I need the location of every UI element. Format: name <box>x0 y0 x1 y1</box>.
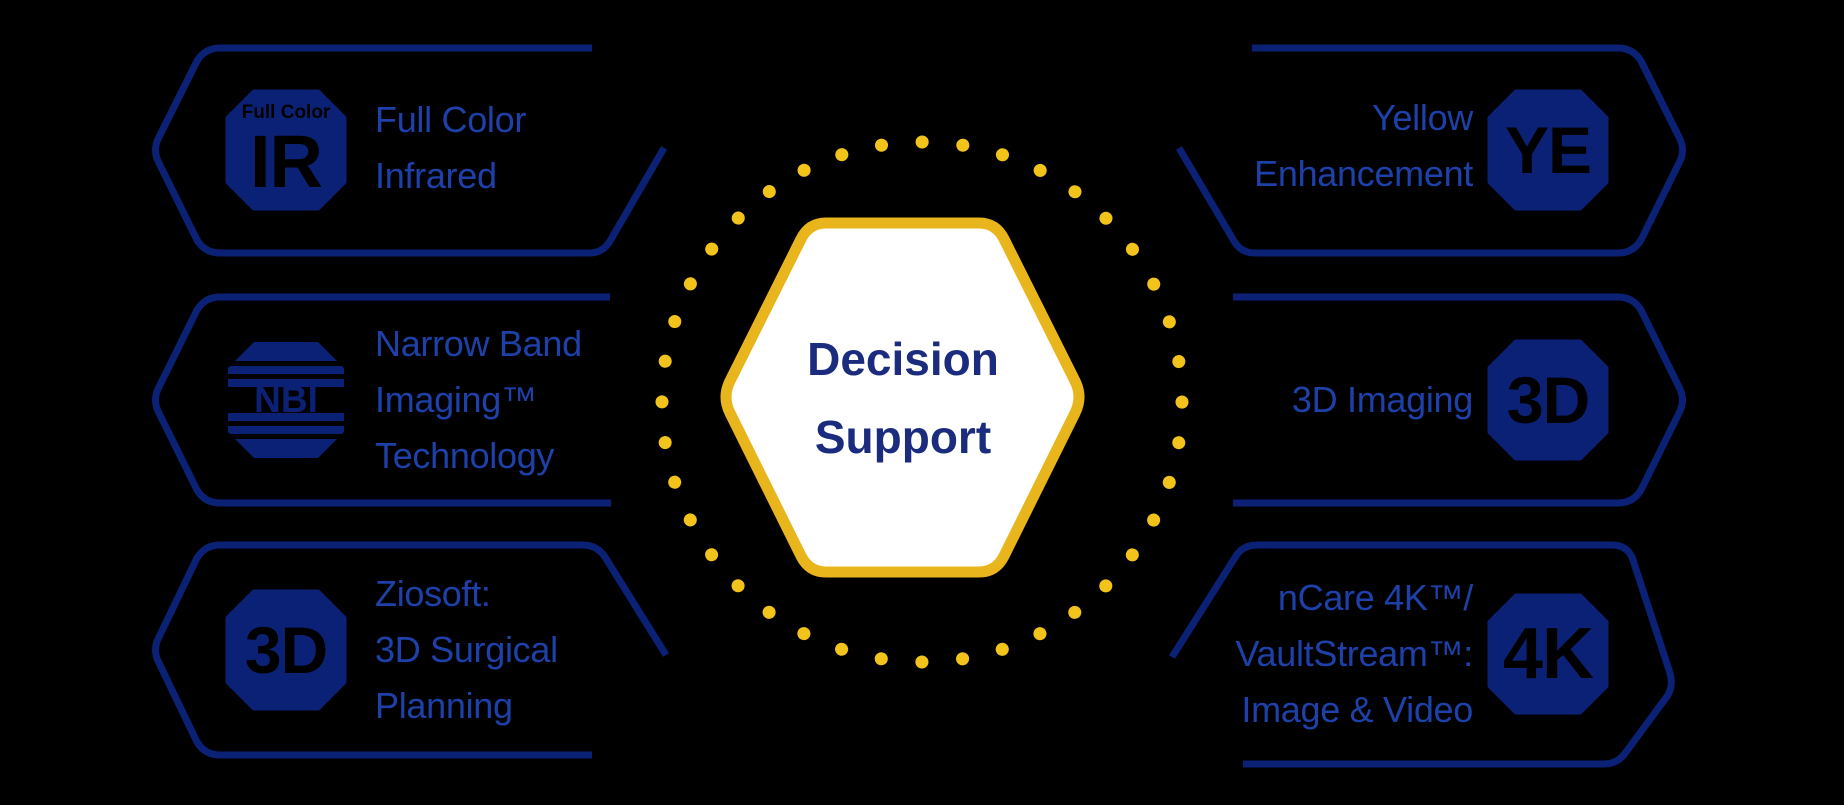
label-line: 3D Imaging <box>1291 379 1473 420</box>
ir-icon-label: IR <box>250 120 323 203</box>
label-line: Enhancement <box>1254 153 1473 194</box>
badge-outline-ziosoft <box>152 541 669 759</box>
ye-icon-label: YE <box>1504 113 1592 187</box>
4k-icon <box>1487 593 1609 715</box>
label-line: Full Color <box>375 99 527 140</box>
ye-icon-text: YE <box>1490 92 1606 208</box>
ziosoft-3d-icon-text: 3D <box>228 592 344 708</box>
badge-outline-3d-imaging <box>1233 293 1686 507</box>
label-full-color-infrared: Full Color Infrared <box>375 92 526 204</box>
label-line: Technology <box>375 435 555 476</box>
4k-icon-text: 4K <box>1490 596 1606 712</box>
badge-outline-full-color-infrared <box>152 44 668 257</box>
label-line: 3D Surgical <box>375 629 558 670</box>
nbi-icon <box>228 342 344 458</box>
label-ncare-4k: nCare 4K™/ VaultStream™: Image & Video <box>1235 570 1473 738</box>
dotted-ring <box>655 135 1189 669</box>
center-title-line2: Support <box>814 410 992 463</box>
label-line: nCare 4K™/ <box>1277 577 1473 618</box>
label-line: Image & Video <box>1241 689 1473 730</box>
label-narrow-band-imaging: Narrow Band Imaging™ Technology <box>375 316 582 484</box>
badge-outline-ncare-4k <box>1169 541 1675 768</box>
label-line: Imaging™ <box>375 379 537 420</box>
center-hexagon <box>720 217 1085 578</box>
nbi-icon-label: NBI <box>254 379 318 420</box>
center-title: Decision Support <box>722 223 1084 572</box>
label-line: VaultStream™: <box>1235 633 1473 674</box>
ir-icon <box>225 89 347 211</box>
badge-outline-yellow-enhancement <box>1175 44 1686 257</box>
label-line: Narrow Band <box>375 323 582 364</box>
label-3d-imaging: 3D Imaging <box>1292 372 1473 428</box>
center-title-line1: Decision <box>807 332 999 385</box>
ir-icon-subtitle: Full Color <box>241 102 331 123</box>
ye-icon <box>1487 89 1609 211</box>
3d-imaging-icon-label: 3D <box>1506 363 1590 437</box>
label-line: Infrared <box>375 155 497 196</box>
label-yellow-enhancement: Yellow Enhancement <box>1254 90 1473 202</box>
3d-imaging-icon-text: 3D <box>1490 342 1606 458</box>
label-ziosoft: Ziosoft: 3D Surgical Planning <box>375 566 558 734</box>
3d-imaging-icon <box>1487 339 1609 461</box>
badge-outline-narrow-band-imaging <box>152 293 611 507</box>
label-line: Planning <box>375 685 513 726</box>
ziosoft-3d-icon <box>225 589 347 711</box>
ir-icon-text: Full Color IR <box>228 92 344 208</box>
label-line: Ziosoft: <box>375 573 491 614</box>
label-line: Yellow <box>1372 97 1473 138</box>
4k-icon-label: 4K <box>1502 614 1594 694</box>
nbi-icon-text: NBI <box>228 342 344 458</box>
ziosoft-3d-icon-label: 3D <box>244 613 328 687</box>
